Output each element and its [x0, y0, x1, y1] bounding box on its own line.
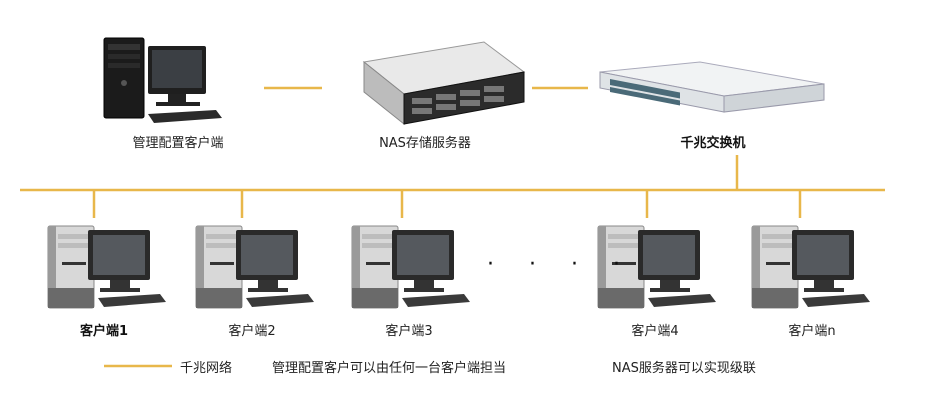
client-computer-icon [196, 226, 314, 308]
legend-network-label: 千兆网络 [180, 357, 232, 376]
rack-server-icon [364, 42, 524, 124]
client-label: 客户端2 [228, 320, 275, 339]
admin-computer-icon [104, 38, 222, 123]
client-computer-icon [752, 226, 870, 308]
client-computer-icon [352, 226, 470, 308]
client-label: 客户端1 [80, 320, 128, 339]
client-computer-icon [48, 226, 166, 308]
client-label: 客户端n [788, 320, 835, 339]
nas-server-label: NAS存储服务器 [379, 132, 471, 151]
note-admin: 管理配置客户可以由任何一台客户端担当 [272, 357, 506, 376]
client-label: 客户端4 [631, 320, 678, 339]
ellipsis: · · · · [487, 252, 634, 277]
note-nas: NAS服务器可以实现级联 [612, 357, 756, 376]
client-label: 客户端3 [385, 320, 432, 339]
admin-client-label: 管理配置客户端 [132, 132, 223, 151]
switch-label: 千兆交换机 [680, 132, 745, 151]
network-switch-icon [600, 62, 824, 112]
